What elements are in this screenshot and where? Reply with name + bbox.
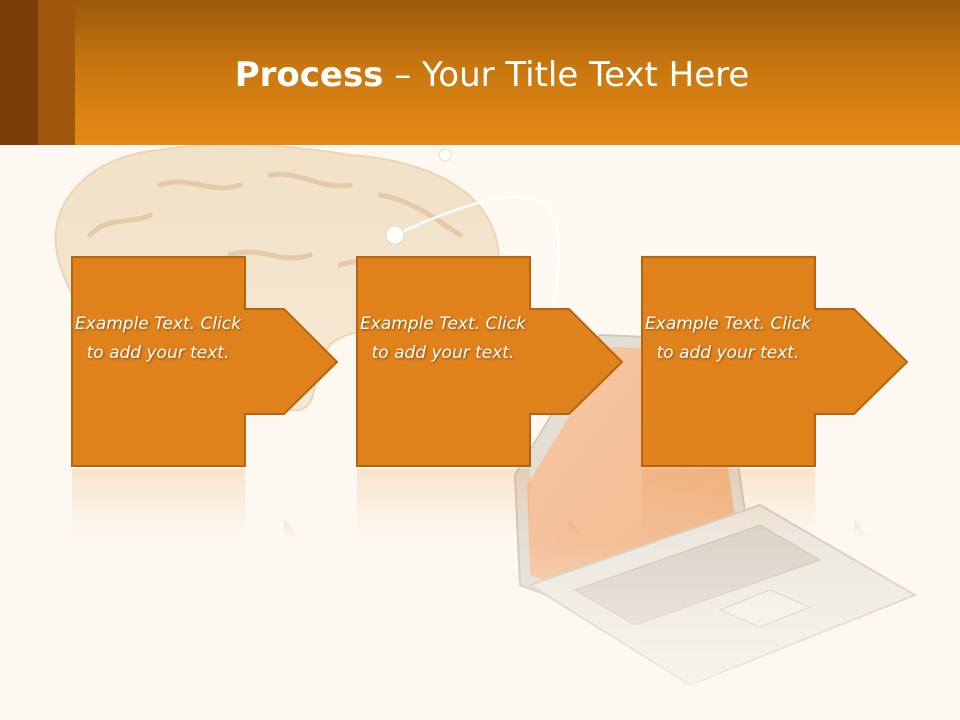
title-bar: Process – Your Title Text Here [0, 0, 960, 145]
step-2-text[interactable]: Example Text. Click to add your text. [360, 314, 526, 363]
brain-laptop-illustration [0, 145, 960, 720]
step-3-text[interactable]: Example Text. Click to add your text. [645, 314, 811, 363]
arrow-shape-3 [641, 256, 909, 467]
arrow-shape-2 [356, 256, 624, 467]
process-step-2[interactable]: Example Text. Click to add your text. [356, 256, 626, 468]
process-step-1[interactable]: Example Text. Click to add your text. [71, 256, 341, 468]
title-bold-part: Process [234, 55, 384, 95]
process-step-3[interactable]: Example Text. Click to add your text. [641, 256, 911, 468]
step-1-text[interactable]: Example Text. Click to add your text. [75, 314, 241, 363]
decorative-stripe-medium [38, 0, 75, 145]
slide-title[interactable]: Process – Your Title Text Here [0, 52, 960, 98]
title-rest-part: – Your Title Text Here [383, 55, 750, 95]
arrow-shape-1 [71, 256, 339, 467]
decorative-stripe-dark [0, 0, 38, 145]
